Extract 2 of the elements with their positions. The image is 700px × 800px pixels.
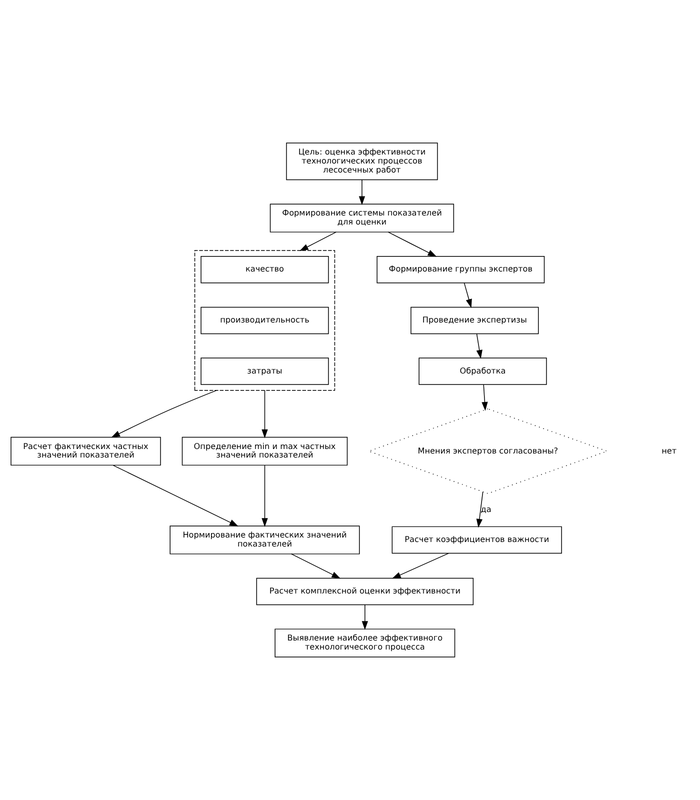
- edge-label: да: [480, 504, 492, 514]
- label: нет: [662, 445, 677, 456]
